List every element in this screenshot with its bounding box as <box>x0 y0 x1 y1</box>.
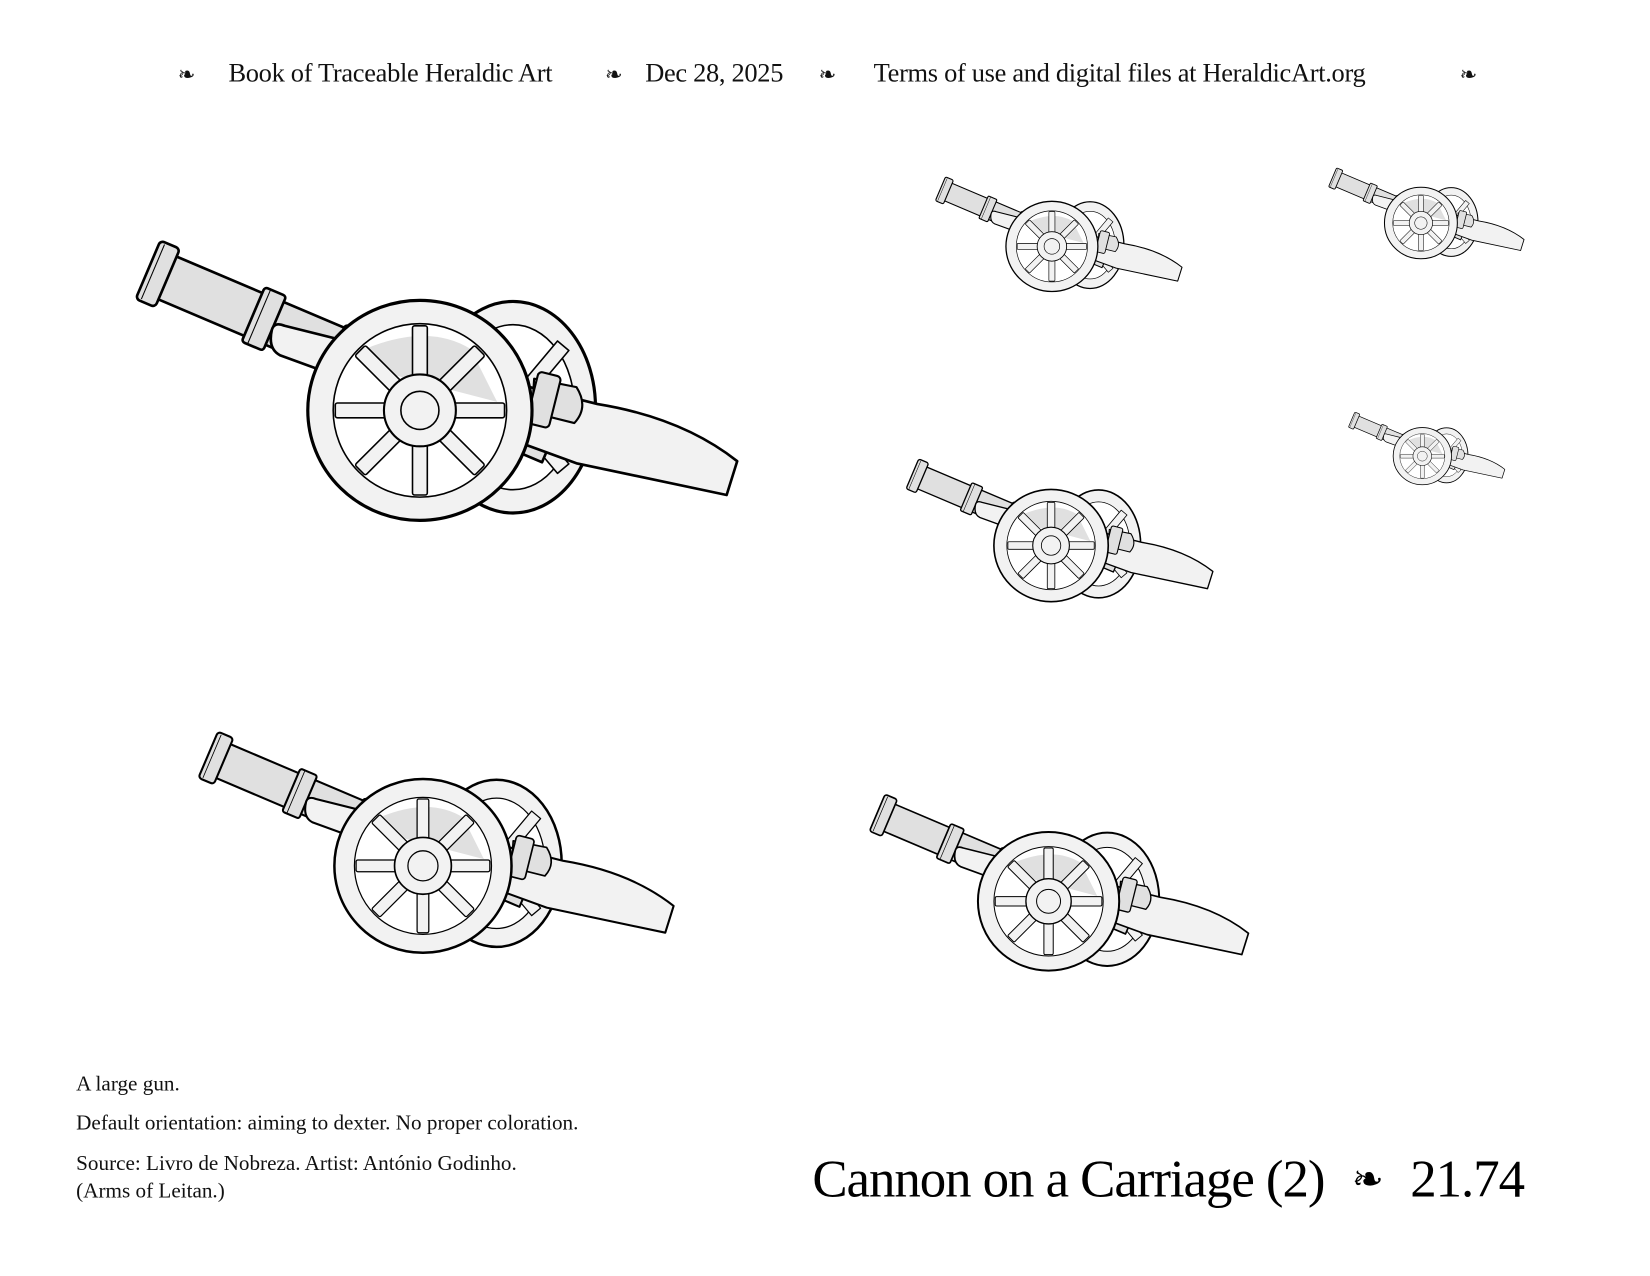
cannon-smaller <box>1328 167 1525 260</box>
ornament-icon: ❧ <box>818 61 837 87</box>
plate-title: Cannon on a Carriage (2) ❧ 21.74 <box>812 1148 1525 1209</box>
plate-number: 21.74 <box>1410 1148 1525 1208</box>
terms-link[interactable]: Terms of use and digital files at Herald… <box>873 59 1366 88</box>
ornament-icon: ❧ <box>177 61 196 87</box>
book-title: Book of Traceable Heraldic Art <box>228 59 553 88</box>
ornament-icon: ❧ <box>605 61 623 87</box>
cannon-medium-2 <box>868 793 1250 972</box>
cannon-smallest <box>1347 411 1506 486</box>
ornament-icon: ❧ <box>1351 1158 1384 1202</box>
cannon-medium <box>905 458 1214 603</box>
description-line: A large gun. <box>76 1072 180 1096</box>
cannon-medium-large <box>197 730 675 955</box>
cannon-large <box>134 238 739 522</box>
ornament-icon: ❧ <box>1459 61 1478 87</box>
source-line: Source: Livro de Nobreza. Artist: Antóni… <box>76 1151 517 1176</box>
date: Dec 28, 2025 <box>645 59 784 88</box>
cannon-small <box>934 176 1183 293</box>
description-line: Default orientation: aiming to dexter. N… <box>76 1111 579 1135</box>
arms-line: (Arms of Leitan.) <box>76 1179 225 1203</box>
plate-name: Cannon on a Carriage (2) <box>812 1148 1325 1208</box>
